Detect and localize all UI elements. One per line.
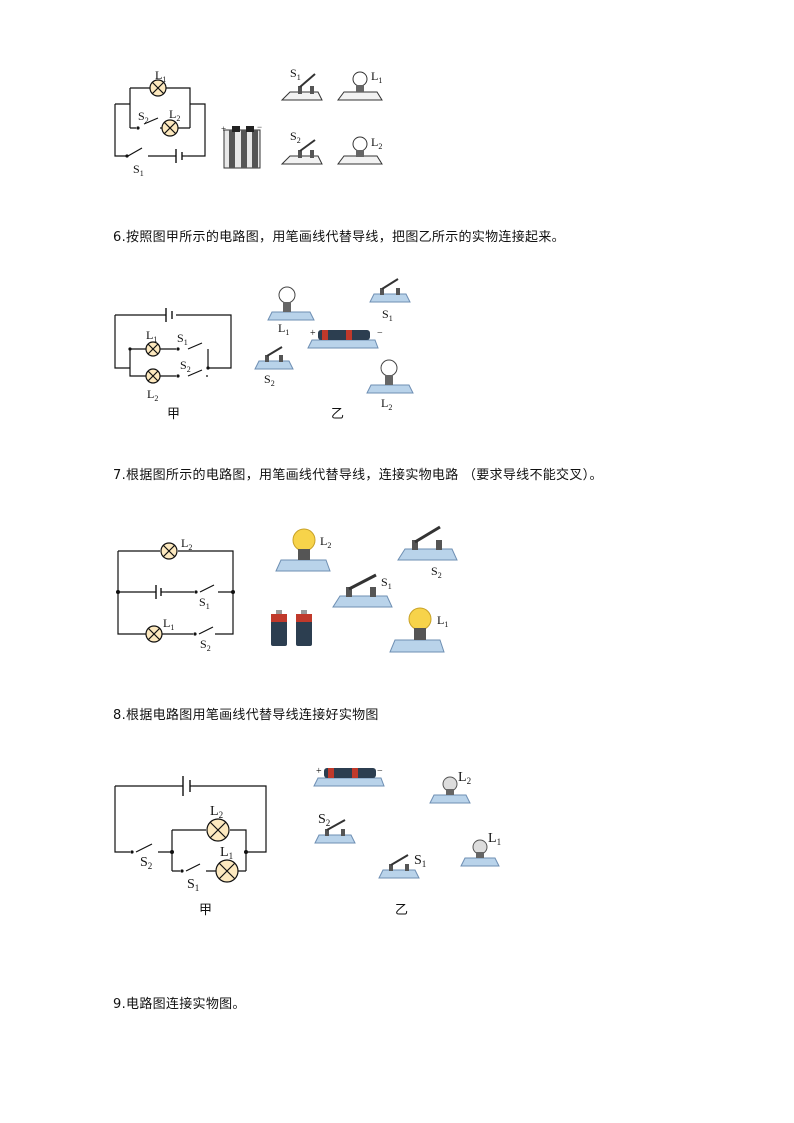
switch-s2-q8: S2 bbox=[314, 812, 356, 844]
circuit-diagram-q8: L2 S2 L1 S1 甲 bbox=[114, 776, 267, 918]
circuit-diagram-q5: L1 S2 L2 S1 bbox=[114, 68, 206, 178]
svg-text:S1: S1 bbox=[177, 331, 188, 347]
svg-text:L2: L2 bbox=[458, 770, 471, 786]
lamp-l1-q5: L1 bbox=[337, 69, 383, 101]
svg-text:L1: L1 bbox=[163, 616, 174, 632]
svg-text:S2: S2 bbox=[140, 855, 152, 871]
question-8: 8.根据电路图用笔画线代替导线连接好实物图 bbox=[113, 708, 379, 723]
switch-s1-q8: S1 bbox=[378, 853, 426, 879]
svg-text:S1: S1 bbox=[414, 853, 426, 869]
question-9: 9.电路图连接实物图。 bbox=[113, 997, 246, 1012]
svg-text:S1: S1 bbox=[133, 162, 144, 178]
svg-text:L2: L2 bbox=[320, 534, 331, 550]
svg-text:S2: S2 bbox=[180, 358, 191, 374]
switch-s1-q5: S1 bbox=[280, 66, 323, 101]
svg-text:−: − bbox=[377, 766, 383, 777]
switch-s2-q7: S2 bbox=[397, 525, 458, 580]
lamp-l1-q8: L1 bbox=[460, 831, 501, 867]
lamp-l2-q5: L2 bbox=[337, 135, 383, 165]
svg-text:+: + bbox=[221, 124, 226, 134]
lamp-l2-q6: L2 bbox=[366, 359, 414, 412]
svg-text:L1: L1 bbox=[220, 845, 233, 861]
svg-text:L1: L1 bbox=[146, 328, 157, 344]
svg-text:L2: L2 bbox=[371, 135, 382, 151]
svg-text:L1: L1 bbox=[437, 613, 448, 629]
question-7: 7.根据图所示的电路图，用笔画线代替导线，连接实物电路 （要求导线不能交叉）。 bbox=[113, 468, 603, 483]
svg-text:S1: S1 bbox=[290, 66, 301, 82]
svg-text:L2: L2 bbox=[381, 396, 392, 412]
circuit-diagram-q6: L1 S1 S2 L2 甲 bbox=[114, 308, 232, 422]
svg-text:L1: L1 bbox=[488, 831, 501, 847]
svg-text:−: − bbox=[377, 328, 383, 339]
svg-text:L1: L1 bbox=[278, 321, 289, 337]
svg-text:L2: L2 bbox=[169, 107, 180, 123]
svg-text:S1: S1 bbox=[381, 575, 392, 591]
battery-q6: + − bbox=[307, 328, 383, 349]
svg-text:S2: S2 bbox=[318, 812, 330, 828]
caption-yi-q8: 乙 bbox=[395, 903, 408, 918]
lamp-l2-q7: L2 bbox=[275, 528, 331, 572]
svg-text:甲: 甲 bbox=[199, 903, 212, 918]
svg-text:S2: S2 bbox=[138, 109, 149, 125]
svg-text:S2: S2 bbox=[264, 372, 275, 388]
switch-s2-q6: S2 bbox=[254, 346, 294, 388]
caption-yi-q6: 乙 bbox=[331, 407, 344, 422]
svg-text:−: − bbox=[257, 122, 262, 132]
svg-text:S2: S2 bbox=[290, 129, 301, 145]
svg-text:+: + bbox=[316, 766, 322, 777]
svg-text:S1: S1 bbox=[382, 307, 393, 323]
svg-text:L1: L1 bbox=[371, 69, 382, 85]
svg-text:L2: L2 bbox=[147, 387, 158, 403]
svg-text:S2: S2 bbox=[200, 637, 211, 653]
svg-text:L2: L2 bbox=[210, 804, 223, 820]
switch-s1-q6: S1 bbox=[369, 278, 411, 323]
svg-text:L2: L2 bbox=[181, 536, 192, 552]
svg-text:L1: L1 bbox=[155, 68, 166, 84]
batteries-q7 bbox=[271, 610, 312, 646]
battery-q8: + − bbox=[313, 766, 385, 787]
battery-box-q5: + − bbox=[221, 122, 262, 169]
lamp-l1-q6: L1 bbox=[267, 286, 315, 337]
svg-text:S1: S1 bbox=[199, 595, 210, 611]
lamp-l1-q7: L1 bbox=[389, 607, 448, 653]
switch-s2-q5: S2 bbox=[280, 129, 323, 165]
svg-text:S2: S2 bbox=[431, 564, 442, 580]
switch-s1-q7: S1 bbox=[332, 573, 393, 608]
svg-text:S1: S1 bbox=[187, 877, 199, 893]
svg-text:甲: 甲 bbox=[167, 407, 180, 422]
question-6: 6.按照图甲所示的电路图，用笔画线代替导线，把图乙所示的实物连接起来。 bbox=[113, 230, 565, 245]
lamp-l2-q8: L2 bbox=[429, 770, 471, 804]
svg-text:+: + bbox=[310, 328, 316, 339]
circuit-diagram-q7: L2 S1 L1 S2 bbox=[116, 536, 235, 653]
